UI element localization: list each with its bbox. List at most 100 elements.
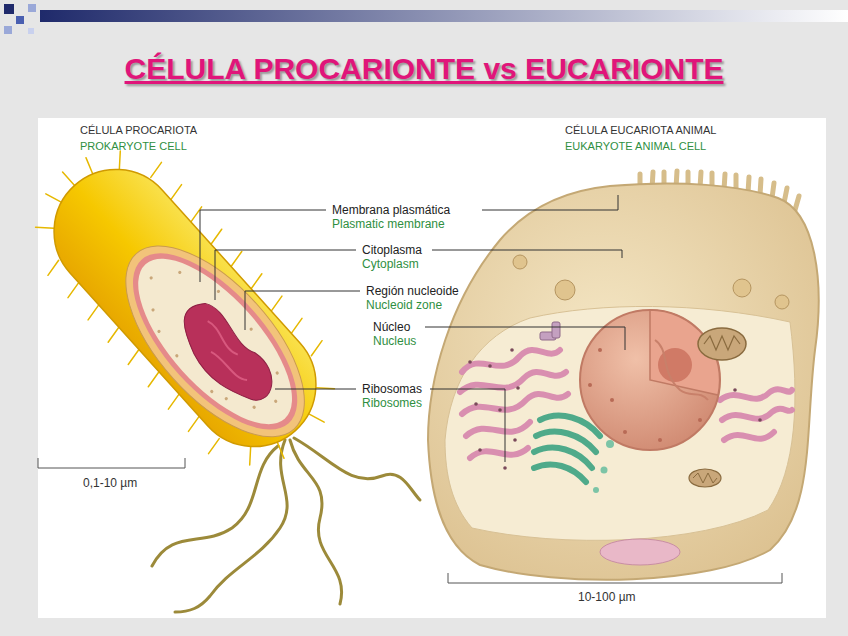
nucleus [598,348,602,352]
pili [111,151,129,169]
ribosome-dots [216,289,221,294]
slide-decoration [4,4,848,34]
slide-decoration [40,10,848,22]
part-label: Ribosomas [362,382,422,396]
pili [186,416,202,431]
pili [148,162,164,177]
endoplasmic-reticulum [722,409,792,420]
lysosome [600,539,680,565]
endoplasmic-reticulum [466,422,530,436]
golgi-vesicles [593,440,614,493]
part-label-translation: Plasmatic membrane [332,217,445,231]
nucleus [588,348,702,442]
size-brackets [38,458,185,468]
part-label: Región nucleoide [366,284,459,298]
panel-heading: CÉLULA PROCARIOTA [80,123,197,137]
pili [188,207,204,222]
microvilli [795,196,799,210]
pili [166,394,182,409]
centrioles [540,322,560,340]
vesicles [513,255,789,309]
mitochondrion [689,328,746,487]
panel-subheading: EUKARYOTE ANIMAL CELL [565,139,706,153]
leader-lines [432,250,622,258]
mitochondrion [704,336,740,350]
slide-decoration [28,4,36,12]
slide-decoration [4,26,12,34]
prokaryote-flagella [152,446,278,566]
golgi-vesicles [593,487,599,493]
pili [126,349,142,364]
golgi-vesicles [606,440,614,448]
eukaryote-cell [428,171,819,580]
pili [85,305,101,320]
ribosome-dots [249,327,254,332]
slide-decoration [28,28,34,34]
endoplasmic-reticulum [720,389,792,400]
size-brackets [38,458,782,583]
pili [208,229,224,244]
part-label: Membrana plasmática [332,203,450,217]
ribosome-dots [503,466,507,470]
leader-lines [482,195,618,210]
prokaryote-cell [3,118,363,493]
nucleus [658,438,662,442]
panel-subheading: PROKARYOTE CELL [80,139,187,153]
cut-floor [445,306,795,540]
leader-lines [425,327,625,350]
pili [241,447,259,465]
pili [65,283,81,298]
prokaryote-flagella [152,438,420,612]
nucleus [588,383,592,387]
ribosome-dots [513,438,517,442]
golgi-apparatus [534,464,586,482]
ribosome-dots [178,270,183,275]
size-brackets [448,573,782,583]
ribosome-dots [516,386,520,390]
pili [46,190,62,207]
part-label-translation: Ribosomes [362,396,422,410]
pili [228,251,244,266]
prokaryote-flagella [294,438,420,500]
nucleus [623,430,627,434]
pili [105,327,121,342]
dimension-label: 0,1-10 µm [83,476,137,490]
golgi-vesicles [601,467,608,474]
nucleus [580,310,720,450]
mitochondrion [689,469,721,487]
nucleus [610,398,614,402]
ribosome-dots [224,396,229,401]
pili [289,318,305,333]
ribosome-dots [478,448,482,452]
slide-decoration [4,4,14,14]
ribosome-dots [758,418,762,422]
ribosome-dots [124,248,301,432]
nucleus [580,310,720,450]
slide-decoration [16,16,24,24]
part-label: Núcleo [373,320,410,334]
ribosome-dots [210,389,215,394]
ribosome-dots [474,402,478,406]
ribosome-dots [175,353,180,358]
cell-body [428,183,819,579]
slide-title: CÉLULA PROCARIONTE vs EUCARIONTE [0,52,848,86]
endoplasmic-reticulum [462,394,568,414]
pili [309,341,325,356]
pili [3,118,363,493]
leader-lines [200,195,625,462]
leader-lines [245,291,360,330]
centrioles [552,322,560,338]
golgi-apparatus [534,416,600,482]
pili [248,274,264,289]
part-label-translation: Nucleoid zone [366,298,442,312]
vesicles [775,295,789,309]
nucleus [698,418,702,422]
pili [36,219,54,237]
pili [206,439,222,454]
pili [146,372,162,387]
pili [316,379,334,397]
vesicles [513,255,527,269]
leader-lines [200,210,326,282]
ribosome-dots [157,329,162,334]
